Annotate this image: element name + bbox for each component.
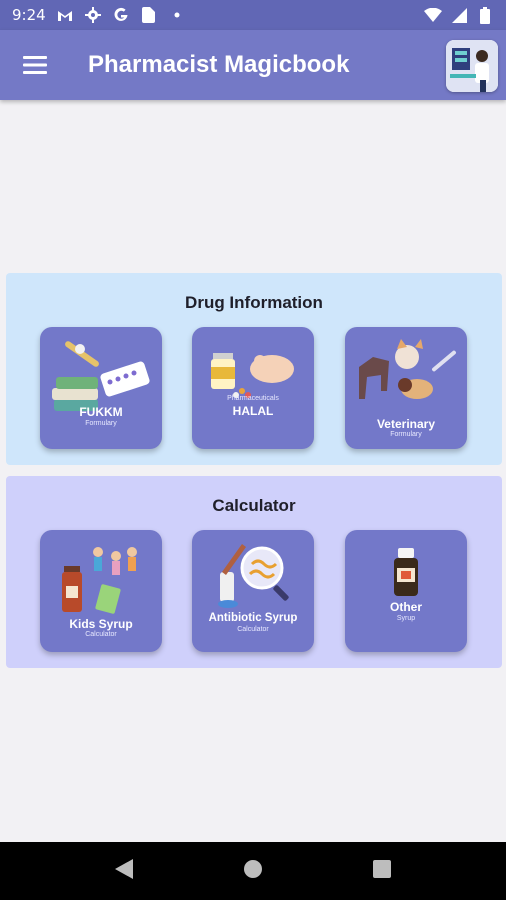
wifi-icon [424,6,442,24]
section-title: Calculator [212,496,296,515]
notification-dot-icon [168,6,186,24]
card-label: Kids Syrup [69,617,133,631]
back-triangle-icon [115,858,133,879]
recents-square-icon [373,859,391,878]
kids-syrup-icon [62,547,137,614]
settings-icon [84,6,102,24]
recents-button[interactable] [373,859,391,883]
app-bar: Pharmacist Magicbook [0,30,506,100]
card-label: HALAL [232,404,274,418]
status-bar: 9:24 [0,0,506,30]
app-title: Pharmacist Magicbook [88,51,350,78]
drug-information-section: Drug Information FUKKM Formulary Pharmac… [6,273,502,465]
antibiotic-syrup-icon [218,544,289,608]
home-button[interactable] [243,859,263,884]
card-sublabel: Syrup [396,615,416,622]
card-label: FUKKM [79,405,123,419]
card-label: Antibiotic Syrup [208,612,298,624]
card-label: Other [389,600,422,614]
signal-icon [450,6,468,24]
formulary-books-icon [52,341,150,411]
halal-card[interactable]: Pharmaceuticals HALAL [192,327,314,449]
fukkm-card[interactable]: FUKKM Formulary [40,327,162,449]
card-sublabel: Formulary [85,420,117,427]
battery-icon [476,6,494,24]
status-time: 9:24 [12,6,46,24]
card-toplabel: Pharmaceuticals [227,395,279,402]
google-icon [112,6,130,24]
calculator-section: Calculator Kids Syrup Calculator Antib [6,476,502,668]
pharmacist-avatar[interactable] [446,40,498,92]
hamburger-menu-icon [23,56,47,74]
halal-pharmaceuticals-icon [211,353,294,398]
sim-card-icon [140,6,158,24]
back-button[interactable] [115,858,133,884]
menu-button[interactable] [0,30,70,100]
other-syrup-card[interactable]: Other Syrup [345,530,467,652]
antibiotic-syrup-card[interactable]: Antibiotic Syrup Calculator [192,530,314,652]
veterinary-animals-icon [359,339,456,399]
kids-syrup-card[interactable]: Kids Syrup Calculator [40,530,162,652]
card-label: Veterinary [376,417,436,431]
card-sublabel: Calculator [237,626,269,633]
system-navigation-bar [0,842,506,900]
veterinary-card[interactable]: Veterinary Formulary [345,327,467,449]
gmail-icon [56,6,74,24]
syrup-bottle-icon [394,548,418,596]
card-sublabel: Calculator [85,631,117,638]
card-sublabel: Formulary [390,431,422,438]
section-title: Drug Information [185,293,323,312]
home-circle-icon [244,859,262,878]
